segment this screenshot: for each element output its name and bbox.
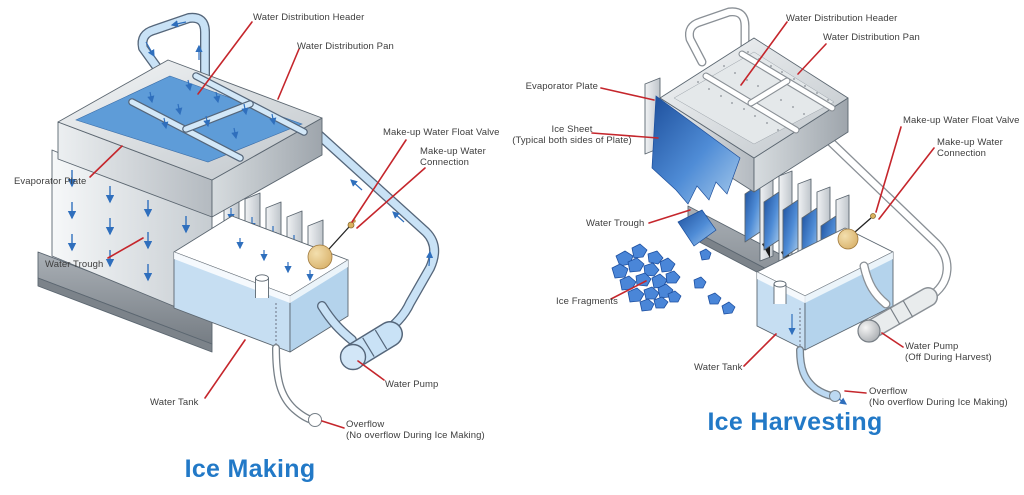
empty-pipe-loop bbox=[685, 7, 952, 303]
label-line: (Off During Harvest) bbox=[905, 352, 992, 363]
label-water-tank: Water Tank bbox=[694, 362, 743, 373]
label-overflow: Overflow (No overflow During Ice Making) bbox=[346, 419, 485, 441]
label-line: Connection bbox=[420, 157, 470, 168]
label-line: Water Pump bbox=[905, 341, 959, 352]
water-distribution-pan bbox=[659, 37, 849, 193]
label-water-pump: Water Pump bbox=[385, 379, 439, 390]
leader-lines bbox=[89, 21, 935, 429]
label-evaporator-plate: Evaporator Plate bbox=[14, 176, 87, 187]
ice-sheet bbox=[651, 95, 741, 247]
water-distribution-pan bbox=[57, 59, 323, 218]
water-trough bbox=[37, 251, 213, 353]
title-ice-making: Ice Making bbox=[184, 455, 316, 483]
label-water-distribution-pan: Water Distribution Pan bbox=[297, 41, 394, 52]
label-water-distribution-pan: Water Distribution Pan bbox=[823, 32, 920, 43]
water-pump bbox=[317, 301, 403, 371]
label-water-pump: Water Pump (Off During Harvest) bbox=[905, 341, 992, 363]
label-water-distribution-header: Water Distribution Header bbox=[786, 13, 898, 24]
make-up-water-float-valve bbox=[307, 219, 356, 270]
label-line: (No overflow During Ice Making) bbox=[346, 430, 485, 441]
label-line: Make-up Water bbox=[937, 137, 1003, 148]
label-make-up-water-float-valve: Make-up Water Float Valve bbox=[903, 115, 1020, 126]
label-make-up-water-connection: Make-up Water Connection bbox=[937, 137, 1003, 159]
label-water-tank: Water Tank bbox=[150, 397, 199, 408]
label-water-trough: Water Trough bbox=[586, 218, 645, 229]
label-line: Make-up Water bbox=[420, 146, 486, 157]
water-pump bbox=[857, 261, 938, 343]
label-evaporator-plate: Evaporator Plate bbox=[525, 81, 598, 92]
overflow-pipe bbox=[272, 344, 322, 427]
label-make-up-water-float-valve: Make-up Water Float Valve bbox=[383, 127, 500, 138]
ice-fragments bbox=[611, 243, 736, 315]
label-make-up-water-connection: Make-up Water Connection bbox=[420, 146, 486, 168]
title-ice-harvesting: Ice Harvesting bbox=[707, 408, 883, 436]
water-tank bbox=[173, 215, 349, 353]
ice-making-machine bbox=[37, 12, 440, 427]
label-water-trough: Water Trough bbox=[45, 259, 104, 270]
label-ice-fragments: Ice Fragments bbox=[556, 296, 619, 307]
overflow-pipe bbox=[796, 346, 847, 405]
label-line: Connection bbox=[937, 148, 987, 159]
label-line: (No overflow During Ice Making) bbox=[869, 397, 1008, 408]
ice-harvesting-machine bbox=[611, 7, 952, 405]
label-water-distribution-header: Water Distribution Header bbox=[253, 12, 365, 23]
label-line: Overflow bbox=[346, 419, 385, 430]
label-line: (Typical both sides of Plate) bbox=[512, 135, 632, 146]
label-ice-sheet: Ice Sheet (Typical both sides of Plate) bbox=[512, 124, 632, 146]
label-line: Overflow bbox=[869, 386, 908, 397]
label-line: Ice Sheet bbox=[551, 124, 593, 135]
label-overflow: Overflow (No overflow During Ice Making) bbox=[869, 386, 1008, 408]
make-up-water-float-valve bbox=[837, 213, 876, 250]
